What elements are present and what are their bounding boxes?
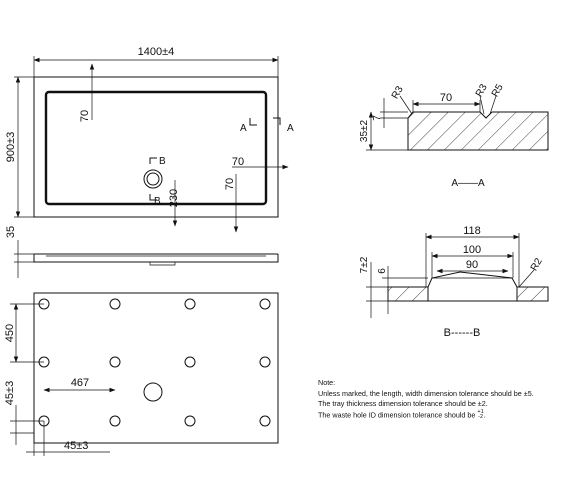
section-b-dim-6: 6 — [377, 268, 388, 274]
side-offset-dimension: 70 — [232, 156, 244, 168]
section-a-hatch — [407, 111, 549, 151]
waste-hole — [143, 169, 163, 189]
support-foot — [109, 356, 121, 368]
width-dimension: 900±3 — [5, 132, 17, 163]
section-b-caption: B------B — [444, 327, 481, 339]
section-b-left-hatch — [387, 286, 429, 302]
tolerance-note: Note: Unless marked, the length, width d… — [318, 378, 563, 421]
section-a-caption: A——A — [451, 178, 485, 189]
edge-bottom-dimension: 45±3 — [64, 440, 88, 452]
underside-waste-hole — [143, 382, 163, 402]
waste-hole-inner — [146, 172, 160, 186]
note-title: Note: — [318, 378, 336, 387]
support-foot — [259, 356, 271, 368]
center-dimension: 467 — [71, 377, 89, 389]
underside-outline — [33, 292, 279, 444]
note-waste-text: The waste hole ID dimension tolerance sh… — [318, 410, 478, 420]
section-b-dim-118: 118 — [463, 225, 481, 237]
section-b-dim-90: 90 — [466, 259, 478, 271]
note-line-thickness: The tray thickness dimension tolerance s… — [318, 399, 488, 409]
side-view-profile — [33, 254, 279, 263]
section-a-r5: R5 — [490, 82, 506, 99]
waste-tolerance-upper: +1 — [477, 408, 484, 415]
support-foot — [259, 415, 271, 427]
feet-spacing-dimension: 450 — [4, 324, 16, 342]
section-a-r3-left: R3 — [390, 84, 406, 101]
side-view: 35 — [5, 226, 279, 278]
section-a-detail: 7 35±2 70 R3 R3 R5 A——A — [359, 82, 549, 189]
side-thickness-dimension: 35 — [5, 226, 17, 238]
edge-left-dimension: 45±3 — [4, 381, 16, 405]
support-foot — [184, 415, 196, 427]
support-feet — [38, 298, 271, 427]
section-b-dim-100: 100 — [463, 244, 481, 256]
section-a-dim-35: 35±2 — [359, 119, 370, 142]
section-a-r3-right: R3 — [474, 82, 490, 99]
support-foot — [109, 298, 121, 310]
tray-outline — [33, 76, 279, 218]
section-b-right-hatch — [516, 286, 549, 302]
support-foot — [184, 356, 196, 368]
support-foot — [184, 298, 196, 310]
support-foot — [109, 415, 121, 427]
section-a-marker-right: A — [287, 123, 294, 134]
section-a-dim-70: 70 — [440, 92, 452, 104]
section-a-marker-left: A — [240, 123, 247, 134]
section-b-detail: 118 100 90 7±2 6 R2 B------B — [359, 225, 549, 339]
waste-tolerance: +1-2 — [477, 408, 484, 421]
waste-offset-dimension: 230 — [168, 189, 180, 207]
section-a-dim-7: 7 — [372, 115, 383, 121]
note-line-waste: The waste hole ID dimension tolerance sh… — [318, 408, 486, 421]
bottom-offset-dimension: 70 — [224, 178, 236, 190]
section-b-waste-body — [427, 271, 518, 302]
length-dimension: 1400±4 — [138, 46, 175, 58]
note-line-length-width: Unless marked, the length, width dimensi… — [318, 388, 534, 398]
plan-view: 1400±4 900±3 70 70 70 230 B B A A — [5, 46, 294, 233]
waste-tolerance-lower: -2 — [478, 414, 483, 421]
top-offset-dimension: 70 — [79, 110, 91, 122]
section-b-marker-bottom: B — [154, 196, 161, 207]
tray-basin-outline — [44, 90, 268, 206]
support-foot — [259, 298, 271, 310]
section-b-r2: R2 — [529, 256, 545, 273]
section-b-dim-7: 7±2 — [359, 256, 370, 273]
section-b-marker-top: B — [159, 156, 166, 167]
underside-view: 450 45±3 467 45±3 — [4, 292, 279, 456]
